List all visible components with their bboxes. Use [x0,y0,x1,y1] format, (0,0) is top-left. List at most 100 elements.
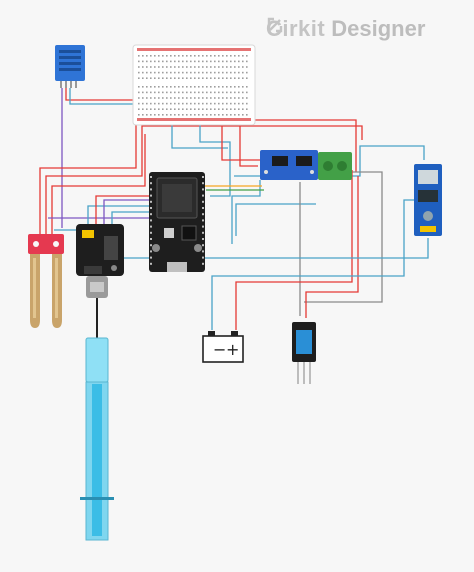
wire-buck-to-turbidity[interactable] [100,238,429,259]
breadboard-hole [190,114,192,116]
breadboard-hole [246,97,248,99]
wire-bb-to-rs485-vcc[interactable] [221,124,260,161]
breadboard-hole [202,66,204,68]
breadboard-hole [214,66,216,68]
breadboard-hole [198,102,200,105]
breadboard-hole [190,55,192,57]
breadboard-hole [190,97,192,99]
breadboard-hole [242,60,244,63]
breadboard-hole [158,60,160,63]
breadboard-hole [146,55,148,57]
breadboard-hole [170,102,172,105]
breadboard-hole [138,60,140,63]
dht-sensor[interactable] [55,45,85,88]
breadboard-hole [206,97,208,99]
breadboard-hole [194,86,196,88]
breadboard-hole [206,60,208,63]
breadboard-hole [150,55,152,57]
breadboard-hole [226,97,228,99]
wire-battery-neg[interactable] [211,199,420,330]
battery[interactable]: − + [202,331,244,363]
breadboard-hole [226,60,228,63]
breadboard-hole [170,108,172,110]
breadboard-hole [186,114,188,116]
breadboard-hole [238,114,240,116]
wire-rs485-to-buck[interactable] [234,145,425,177]
breadboard-hole [198,97,200,99]
breadboard-hole [178,91,180,94]
breadboard-hole [150,60,152,63]
breadboard-hole [158,77,160,79]
breadboard-hole [222,60,224,63]
breadboard-hole [178,60,180,63]
screw-terminal[interactable] [318,152,352,180]
breadboard-hole [146,102,148,105]
turbidity-probe[interactable] [80,337,114,541]
wire-dht-gnd[interactable] [69,88,148,105]
breadboard-hole [154,97,156,99]
breadboard-hole [162,91,164,94]
wire-soil-gnd[interactable] [54,205,150,231]
breadboard-hole [206,102,208,105]
wire-turbidity-signal[interactable] [103,199,150,228]
breadboard-hole [218,66,220,68]
esp32-board[interactable] [149,172,205,272]
breadboard-hole [206,91,208,94]
breadboard-hole [246,102,248,105]
breadboard[interactable] [132,44,256,126]
breadboard-hole [218,102,220,105]
breadboard-hole [178,77,180,79]
esp32-pin [150,256,152,259]
breadboard-hole [150,102,152,105]
breadboard-hole [150,86,152,88]
breadboard-hole [166,66,168,68]
esp32-pin [150,182,152,185]
breadboard-hole [146,114,148,116]
breadboard-hole [186,108,188,110]
wire-esp-to-rs485-a[interactable] [231,180,261,244]
breadboard-hole [186,97,188,99]
breadboard-hole [234,91,236,94]
breadboard-hole [158,66,160,68]
breadboard-hole [222,55,224,57]
wire-bb-to-esp[interactable] [199,124,231,197]
wire-battery-pos[interactable] [235,170,353,330]
breadboard-hole [162,108,164,110]
wire-gnd-gray[interactable] [304,171,383,303]
soil-moisture-sensor[interactable] [28,234,64,328]
breadboard-hole [218,60,220,63]
wire-dht-vcc[interactable] [65,88,141,118]
breadboard-hole [238,108,240,110]
breadboard-hole [210,71,212,74]
breadboard-hole [170,97,172,99]
buck-converter[interactable] [414,164,442,236]
breadboard-hole [222,102,224,105]
wire-power-rail-1[interactable] [39,119,357,236]
breadboard-hole [234,60,236,63]
breadboard-hole [238,71,240,74]
wire-power-rail-3[interactable] [51,134,146,240]
breadboard-hole [218,86,220,88]
wire-bb-red-2[interactable] [239,124,258,167]
temperature-probe[interactable] [292,322,316,384]
wire-power-rail-2[interactable] [45,125,363,236]
esp32-pin [202,256,204,259]
breadboard-hole [222,66,224,68]
breadboard-hole [198,60,200,63]
turbidity-module[interactable] [76,224,124,338]
esp32-pin [202,194,204,197]
breadboard-hole [190,86,192,88]
breadboard-hole [246,108,248,110]
wire-turbidity-vcc[interactable] [95,195,150,228]
breadboard-hole [158,86,160,88]
rs485-module[interactable] [260,150,318,180]
wire-esp-to-terminal[interactable] [235,203,316,236]
wire-turbidity-gnd[interactable] [111,211,150,228]
breadboard-hole [214,60,216,63]
breadboard-hole [246,71,248,74]
wire-temp-vcc[interactable] [305,176,359,318]
breadboard-hole [246,77,248,79]
wire-bb-to-rs485[interactable] [171,124,228,149]
breadboard-hole [230,77,232,79]
